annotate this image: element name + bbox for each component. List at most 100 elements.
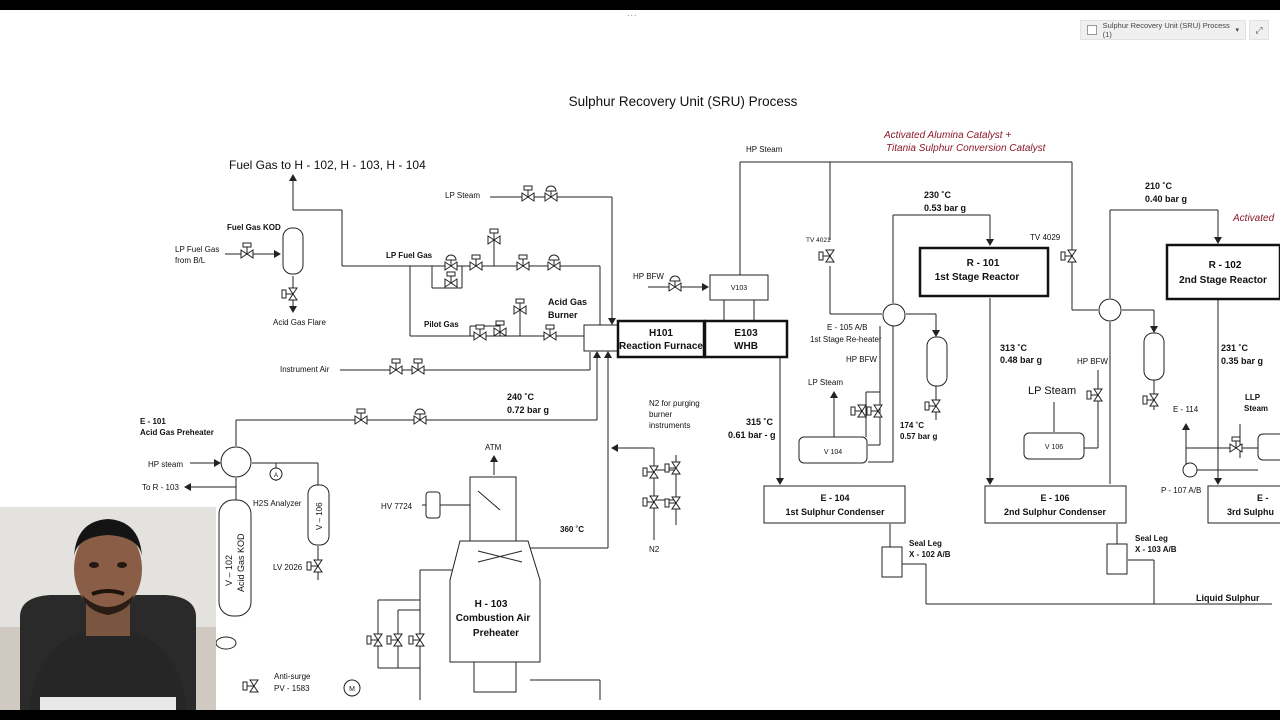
hp-steam-side-label: HP steam [148, 460, 183, 469]
p057-label: 0.57 bar g [900, 432, 937, 441]
lp-steam-v106-label: LP Steam [1028, 385, 1076, 397]
t240-label: 240 ˚C [507, 392, 535, 402]
seal-leg2-label-2: X - 103 A/B [1135, 545, 1177, 554]
h101-label-2: Reaction Furnace [619, 341, 703, 352]
seal-leg2-label-1: Seal Leg [1135, 534, 1168, 543]
p053-label: 0.53 bar g [924, 203, 966, 213]
tab-label: Sulphur Recovery Unit (SRU) Process (1) [1102, 21, 1230, 39]
e-third-condenser-cut [1207, 485, 1280, 524]
llp-label-2: Steam [1244, 404, 1268, 413]
acid-gas-flare-label: Acid Gas Flare [273, 318, 326, 327]
catalyst-note-line1: Activated Alumina Catalyst + [883, 130, 1011, 141]
hp-bfw-label-3: HP BFW [1077, 357, 1108, 366]
v102-label-2: Acid Gas KOD [236, 533, 246, 592]
v106-label: V 106 [1045, 444, 1063, 451]
webcam-overlay [0, 507, 216, 710]
h103-body [449, 540, 541, 663]
h101-label-1: H101 [649, 328, 673, 339]
e101-label-1: E - 101 [140, 417, 166, 426]
lp-fuel-gas-from-2: from B/L [175, 256, 206, 265]
anti-surge-label-2: PV - 1583 [274, 684, 310, 693]
fuel-gas-kod-label: Fuel Gas KOD [227, 223, 281, 232]
hp-bfw-label-1: HP BFW [633, 272, 664, 281]
major-equipment [616, 243, 1280, 359]
e105-label-2: 1st Stage Re-heater [810, 335, 882, 344]
t360-label: 360 ˚C [560, 525, 584, 534]
e105-drum [926, 336, 948, 387]
v102-vessel [218, 499, 252, 617]
seal-leg-x103 [1106, 543, 1128, 575]
chevron-down-icon[interactable]: ▾ [1235, 27, 1239, 34]
p048-label: 0.48 bar g [1000, 355, 1042, 365]
hv7724-actuator [425, 491, 441, 519]
motor-circle [343, 679, 361, 697]
e114-label: E - 114 [1173, 405, 1199, 414]
e105-label-1: E - 105 A/B [827, 323, 867, 332]
r102-reactor [1165, 243, 1280, 301]
e-cut-label: E - [1257, 493, 1269, 503]
t174-label: 174 ˚C [900, 421, 924, 430]
lp-fuel-gas-label: LP Fuel Gas [386, 251, 433, 260]
h103-label-3: Preheater [473, 628, 519, 639]
e106-label-1: E - 106 [1040, 493, 1069, 503]
acid-gas-burner-box [583, 324, 619, 352]
e103-whb [703, 319, 789, 359]
h103-label-2: Combustion Air [456, 613, 531, 624]
more-menu-icon[interactable]: ... [627, 8, 638, 18]
motor-m-label: M [349, 686, 355, 693]
seal-leg-x102 [881, 546, 903, 578]
seal-leg1-label-2: X - 102 A/B [909, 550, 951, 559]
n2-purge-label-1: N2 for purging [649, 399, 700, 408]
lp-fuel-gas-from-1: LP Fuel Gas [175, 245, 219, 254]
tab-checkbox[interactable] [1087, 25, 1097, 35]
tv4029-label: TV 4029 [1030, 233, 1061, 242]
acid-gas-burner-label-2: Burner [548, 310, 578, 320]
h103-base [473, 661, 517, 693]
diagram-title: Sulphur Recovery Unit (SRU) Process [569, 94, 798, 109]
e105-exchanger [882, 303, 906, 327]
e104-label-2: 1st Sulphur Condenser [785, 507, 885, 517]
v104-drum [798, 436, 868, 464]
document-tab[interactable]: Sulphur Recovery Unit (SRU) Process (1) … [1080, 20, 1246, 40]
p040-label: 0.40 bar g [1145, 194, 1187, 204]
v103-drum [709, 274, 769, 301]
process-lines [184, 161, 1272, 700]
to-r103-label: To R - 103 [142, 483, 179, 492]
v102-pump [215, 636, 237, 650]
top-black-bar [0, 0, 1280, 10]
e104-label-1: E - 104 [820, 493, 849, 503]
catalyst-note-line2: Titania Sulphur Conversion Catalyst [886, 143, 1047, 154]
p035-label: 0.35 bar g [1221, 356, 1263, 366]
e101-label-2: Acid Gas Preheater [140, 428, 214, 437]
n2-purge-label-3: instruments [649, 421, 690, 430]
e106-label-2: 2nd Sulphur Condenser [1004, 507, 1107, 517]
fuel-gas-kod-vessel [282, 227, 304, 275]
expand-icon[interactable]: ⤢ [1249, 20, 1269, 40]
catalyst-note-cut: Activated [1232, 213, 1275, 224]
e103-label-1: E103 [734, 328, 758, 339]
atm-label: ATM [485, 443, 502, 452]
n2-label: N2 [649, 545, 660, 554]
pilot-gas-label: Pilot Gas [424, 320, 459, 329]
t313-label: 313 ˚C [1000, 343, 1028, 353]
lp-steam-top-label: LP Steam [445, 191, 480, 200]
liquid-sulphur-label: Liquid Sulphur [1196, 593, 1260, 603]
v104-label: V 104 [824, 449, 842, 456]
e103-label-2: WHB [734, 341, 758, 352]
e106-condenser [984, 485, 1127, 524]
e101-exchanger [220, 446, 252, 478]
reheater-2-exchanger [1098, 298, 1122, 322]
r102-label-1: R - 102 [1209, 260, 1242, 271]
seal-leg1-label-1: Seal Leg [909, 539, 942, 548]
h2s-analyzer-circle [269, 467, 283, 481]
p107-label: P - 107 A/B [1161, 486, 1201, 495]
e104-condenser [763, 485, 906, 524]
lv2026-label: LV 2026 [273, 563, 303, 572]
n2-purge-label-2: burner [649, 410, 672, 419]
presenter-video [0, 507, 216, 710]
lp-steam-v104-label: LP Steam [808, 378, 843, 387]
t230-label: 230 ˚C [924, 190, 952, 200]
instrument-air-label: Instrument Air [280, 365, 330, 374]
equipment [215, 227, 1280, 697]
